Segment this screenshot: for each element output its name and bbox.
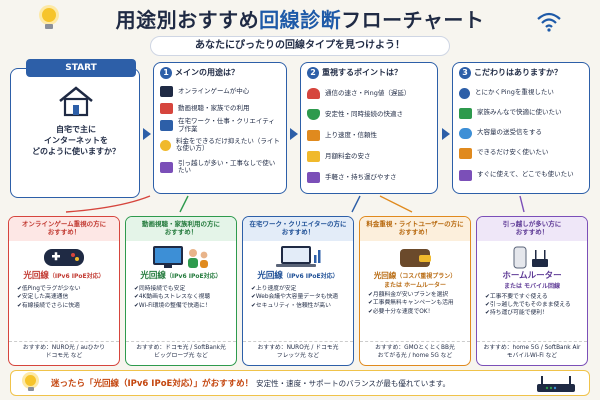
step-option[interactable]: オンラインゲームが中心 [160, 83, 280, 100]
coins-icon [307, 151, 320, 162]
step-option[interactable]: 通信の速さ・Ping値（遅延） [307, 83, 431, 104]
result-points: 低Pingでラグが少ない安定した高速通信有線接続でさらに快適 [9, 282, 119, 310]
result-name: 光回線（コスパ重視プラン） または ホームルーター [373, 271, 457, 289]
moving-truck-icon [160, 161, 173, 173]
wallet-icon [459, 147, 472, 159]
result-recommend: おすすめ：home 5G / SoftBank Air モバイルWi-Fi など [477, 341, 587, 365]
result-remote-work: 在宅ワーク・クリエイターの方に おすすめ！ 光回線（IPv6 IPoE対応） 上… [242, 216, 354, 366]
home-router-icon [513, 246, 548, 269]
family-icon [459, 107, 472, 119]
start-card: START 自宅で主に インターネットを どのように使いますか？ [10, 59, 140, 198]
result-points: 上り速度が安定Web会議や大容量データも快適セキュリティ・信頼性が高い [243, 282, 353, 310]
step-option[interactable]: 上り速度・信頼性 [307, 125, 431, 146]
result-points: 工事不要ですぐ使える引っ越し先でもそのまま使える持ち運び可能で便利！ [477, 292, 587, 318]
step-option[interactable]: 在宅ワーク・仕事・クリエイティブ作業 [160, 117, 280, 134]
wifi-icon [537, 12, 561, 32]
gamepad-icon [160, 86, 173, 97]
wallet-icon [400, 249, 431, 267]
step-option[interactable]: 大容量の送受信をする [459, 123, 583, 143]
lightbulb-icon [42, 8, 56, 29]
yen-coin-icon [160, 139, 171, 151]
lightbulb-icon [25, 375, 36, 391]
moving-truck-icon [307, 172, 320, 183]
step-option[interactable]: すぐに使えて、どこでも使いたい [459, 163, 583, 187]
result-name: 光回線（IPv6 IPoE対応） [140, 271, 222, 281]
speedometer-icon [307, 88, 320, 99]
start-label: START [26, 59, 136, 77]
result-points: 月額料金が安いプランを選択工事費無料キャンペーンも活用必要十分な速度でOK！ [360, 290, 470, 316]
chart-up-icon [307, 130, 320, 141]
step-option[interactable]: 家族みんなで快適に使いたい [459, 103, 583, 123]
result-recommend: おすすめ：GMOとくとくBB光 おてがる光 / home 5G など [360, 341, 470, 365]
result-points: 同時接続でも安定4K動画もストレスなく視聴Wi-Fi環境の整備で快適に！ [126, 282, 236, 310]
subtitle: あなたにぴったりの回線タイプを見つけよう！ [150, 36, 450, 56]
result-video-family: 動画視聴・家族利用の方に おすすめ！ 光回線（IPv6 IPoE対応） 同時接続… [125, 216, 237, 366]
result-recommend: おすすめ：NURO光 / auひかり ドコモ光 など [9, 341, 119, 365]
step-option[interactable]: とにかくPingを重視したい [459, 83, 583, 103]
shield-check-icon [307, 109, 320, 120]
tv-family-icon [153, 246, 208, 268]
laptop-icon [276, 246, 321, 267]
arrow-right-icon [290, 128, 298, 140]
video-play-icon [160, 103, 173, 114]
step-option[interactable]: 引っ越しが多い・工事なしで使いたい [160, 156, 280, 178]
page-title: 用途別おすすめ回線診断フローチャート [115, 8, 485, 32]
result-name: 光回線（IPv6 IPoE対応） [23, 271, 105, 281]
laptop-icon [160, 120, 173, 131]
globe-icon [459, 87, 470, 99]
banner-text: 迷ったら「光回線（IPv6 IPoE対応）」がおすすめ！ 安定性・速度・サポート… [51, 379, 450, 389]
step-option[interactable]: できるだけ安く使いたい [459, 143, 583, 163]
step-option[interactable]: 動画視聴・家族での利用 [160, 100, 280, 117]
step-option[interactable]: 安定性・同時接続の快適さ [307, 104, 431, 125]
result-name: ホームルーターまたは モバイル回線 [502, 271, 562, 290]
result-recommend: おすすめ：ドコモ光 / SoftBank光 ビッグローブ光 など [126, 341, 236, 365]
bottom-banner: 迷ったら「光回線（IPv6 IPoE対応）」がおすすめ！ 安定性・速度・サポート… [10, 370, 590, 396]
arrow-right-icon [143, 128, 151, 140]
result-gaming: オンラインゲーム重視の方に おすすめ！ 光回線（IPv6 IPoE対応） 低Pi… [8, 216, 120, 366]
result-name: 光回線（IPv6 IPoE対応） [257, 271, 339, 281]
router-icon [537, 376, 575, 392]
step-option[interactable]: 手軽さ・持ち運びやすさ [307, 167, 431, 188]
house-icon [59, 86, 93, 117]
flow-connectors [65, 195, 525, 213]
calendar-icon [459, 169, 472, 181]
result-budget: 料金重視・ライトユーザーの方に おすすめ！ 光回線（コスパ重視プラン） または … [359, 216, 471, 366]
result-recommend: おすすめ：NURO光 / ドコモ光 フレッツ光 など [243, 341, 353, 365]
start-question: 自宅で主に インターネットを どのように使いますか？ [32, 125, 120, 156]
arrow-right-icon [442, 128, 450, 140]
step-option[interactable]: 料金をできるだけ抑えたい（ライトな使い方） [160, 134, 280, 156]
step-option[interactable]: 月額料金の安さ [307, 146, 431, 167]
cloud-upload-icon [459, 127, 472, 139]
gamepad-icon [44, 249, 84, 266]
